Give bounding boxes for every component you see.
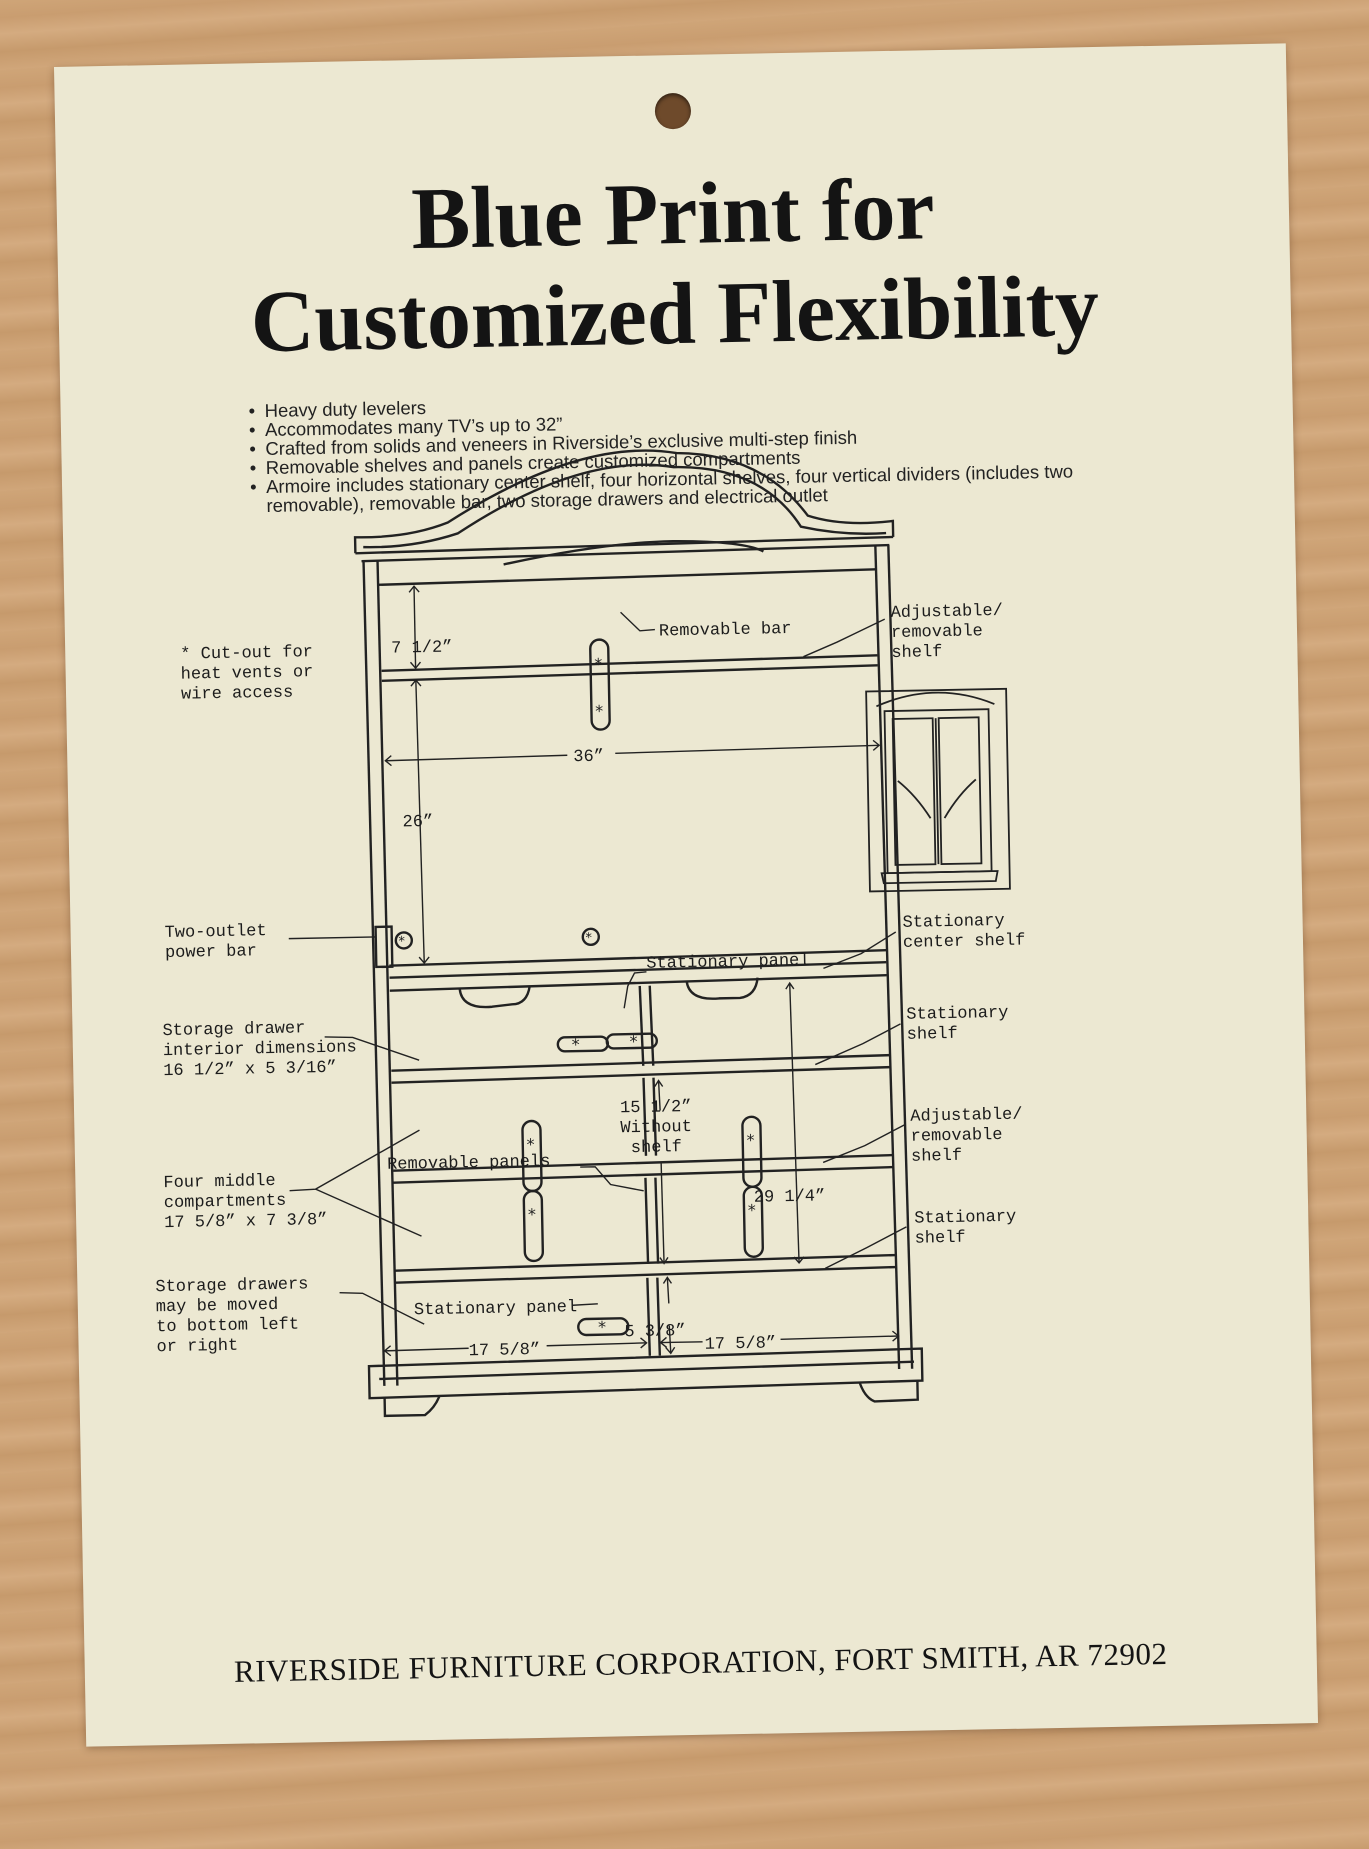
dim-top-gap: 7 1/2” (391, 638, 453, 658)
adjustable-shelf-top-label: Adjustable/ removable shelf (890, 602, 1014, 663)
product-card: Blue Print for Customized Flexibility He… (53, 43, 1319, 1747)
dim-right-width: 17 5/8” (704, 1334, 776, 1354)
adjustable-shelf-mid-label: Adjustable/ removable shelf (910, 1105, 1034, 1166)
svg-text:*: * (398, 934, 406, 949)
svg-text:*: * (593, 655, 603, 674)
storage-moved-label: Storage drawers may be moved to bottom l… (155, 1275, 320, 1357)
closed-armoire-thumbnail (865, 687, 1011, 893)
armoire-outline (353, 449, 924, 1418)
dim-lower-height: 29 1/4” (754, 1187, 826, 1207)
removable-bar-label: Removable bar (659, 620, 792, 642)
svg-text:*: * (597, 1318, 607, 1337)
svg-text:*: * (526, 1135, 536, 1154)
armoire-diagram: * * * * * * * * * * * (155, 449, 1034, 1418)
two-outlet-label: Two-outlet power bar (164, 922, 277, 963)
cutout-markers: * * * * * * * * * * * (398, 655, 757, 1337)
without-shelf-label: 15 1/2” Without shelf (620, 1098, 703, 1159)
svg-text:*: * (571, 1035, 581, 1054)
svg-text:*: * (629, 1032, 639, 1051)
four-middle-label: Four middle compartments 17 5/8” x 7 3/8… (163, 1171, 327, 1233)
dim-tv-height: 26” (402, 813, 433, 833)
svg-text:*: * (527, 1205, 537, 1224)
svg-text:*: * (747, 1201, 757, 1220)
stationary-shelf-2-label: Stationary shelf (914, 1208, 1027, 1249)
stationary-center-shelf-label: Stationary center shelf (902, 911, 1025, 952)
stationary-panel-bottom-label: Stationary panel (414, 1298, 578, 1320)
removable-panels-label: Removable panels (387, 1153, 551, 1175)
dimension-lines (288, 585, 907, 1357)
dim-left-width: 17 5/8” (469, 1341, 541, 1361)
diagram-labels: * Cut-out for heat vents or wire access … (155, 602, 1034, 1361)
svg-text:*: * (594, 702, 604, 721)
dim-drawer-height: 5 3/8” (624, 1322, 686, 1342)
cutout-note: * Cut-out for heat vents or wire access (180, 643, 324, 705)
dim-width: 36” (573, 748, 604, 768)
storage-drawer-dims-label: Storage drawer interior dimensions 16 1/… (162, 1018, 367, 1081)
stationary-panel-top-label: Stationary panel (646, 952, 810, 974)
stationary-shelf-1-label: Stationary shelf (906, 1004, 1019, 1045)
svg-text:*: * (585, 931, 593, 946)
svg-text:*: * (746, 1131, 756, 1150)
